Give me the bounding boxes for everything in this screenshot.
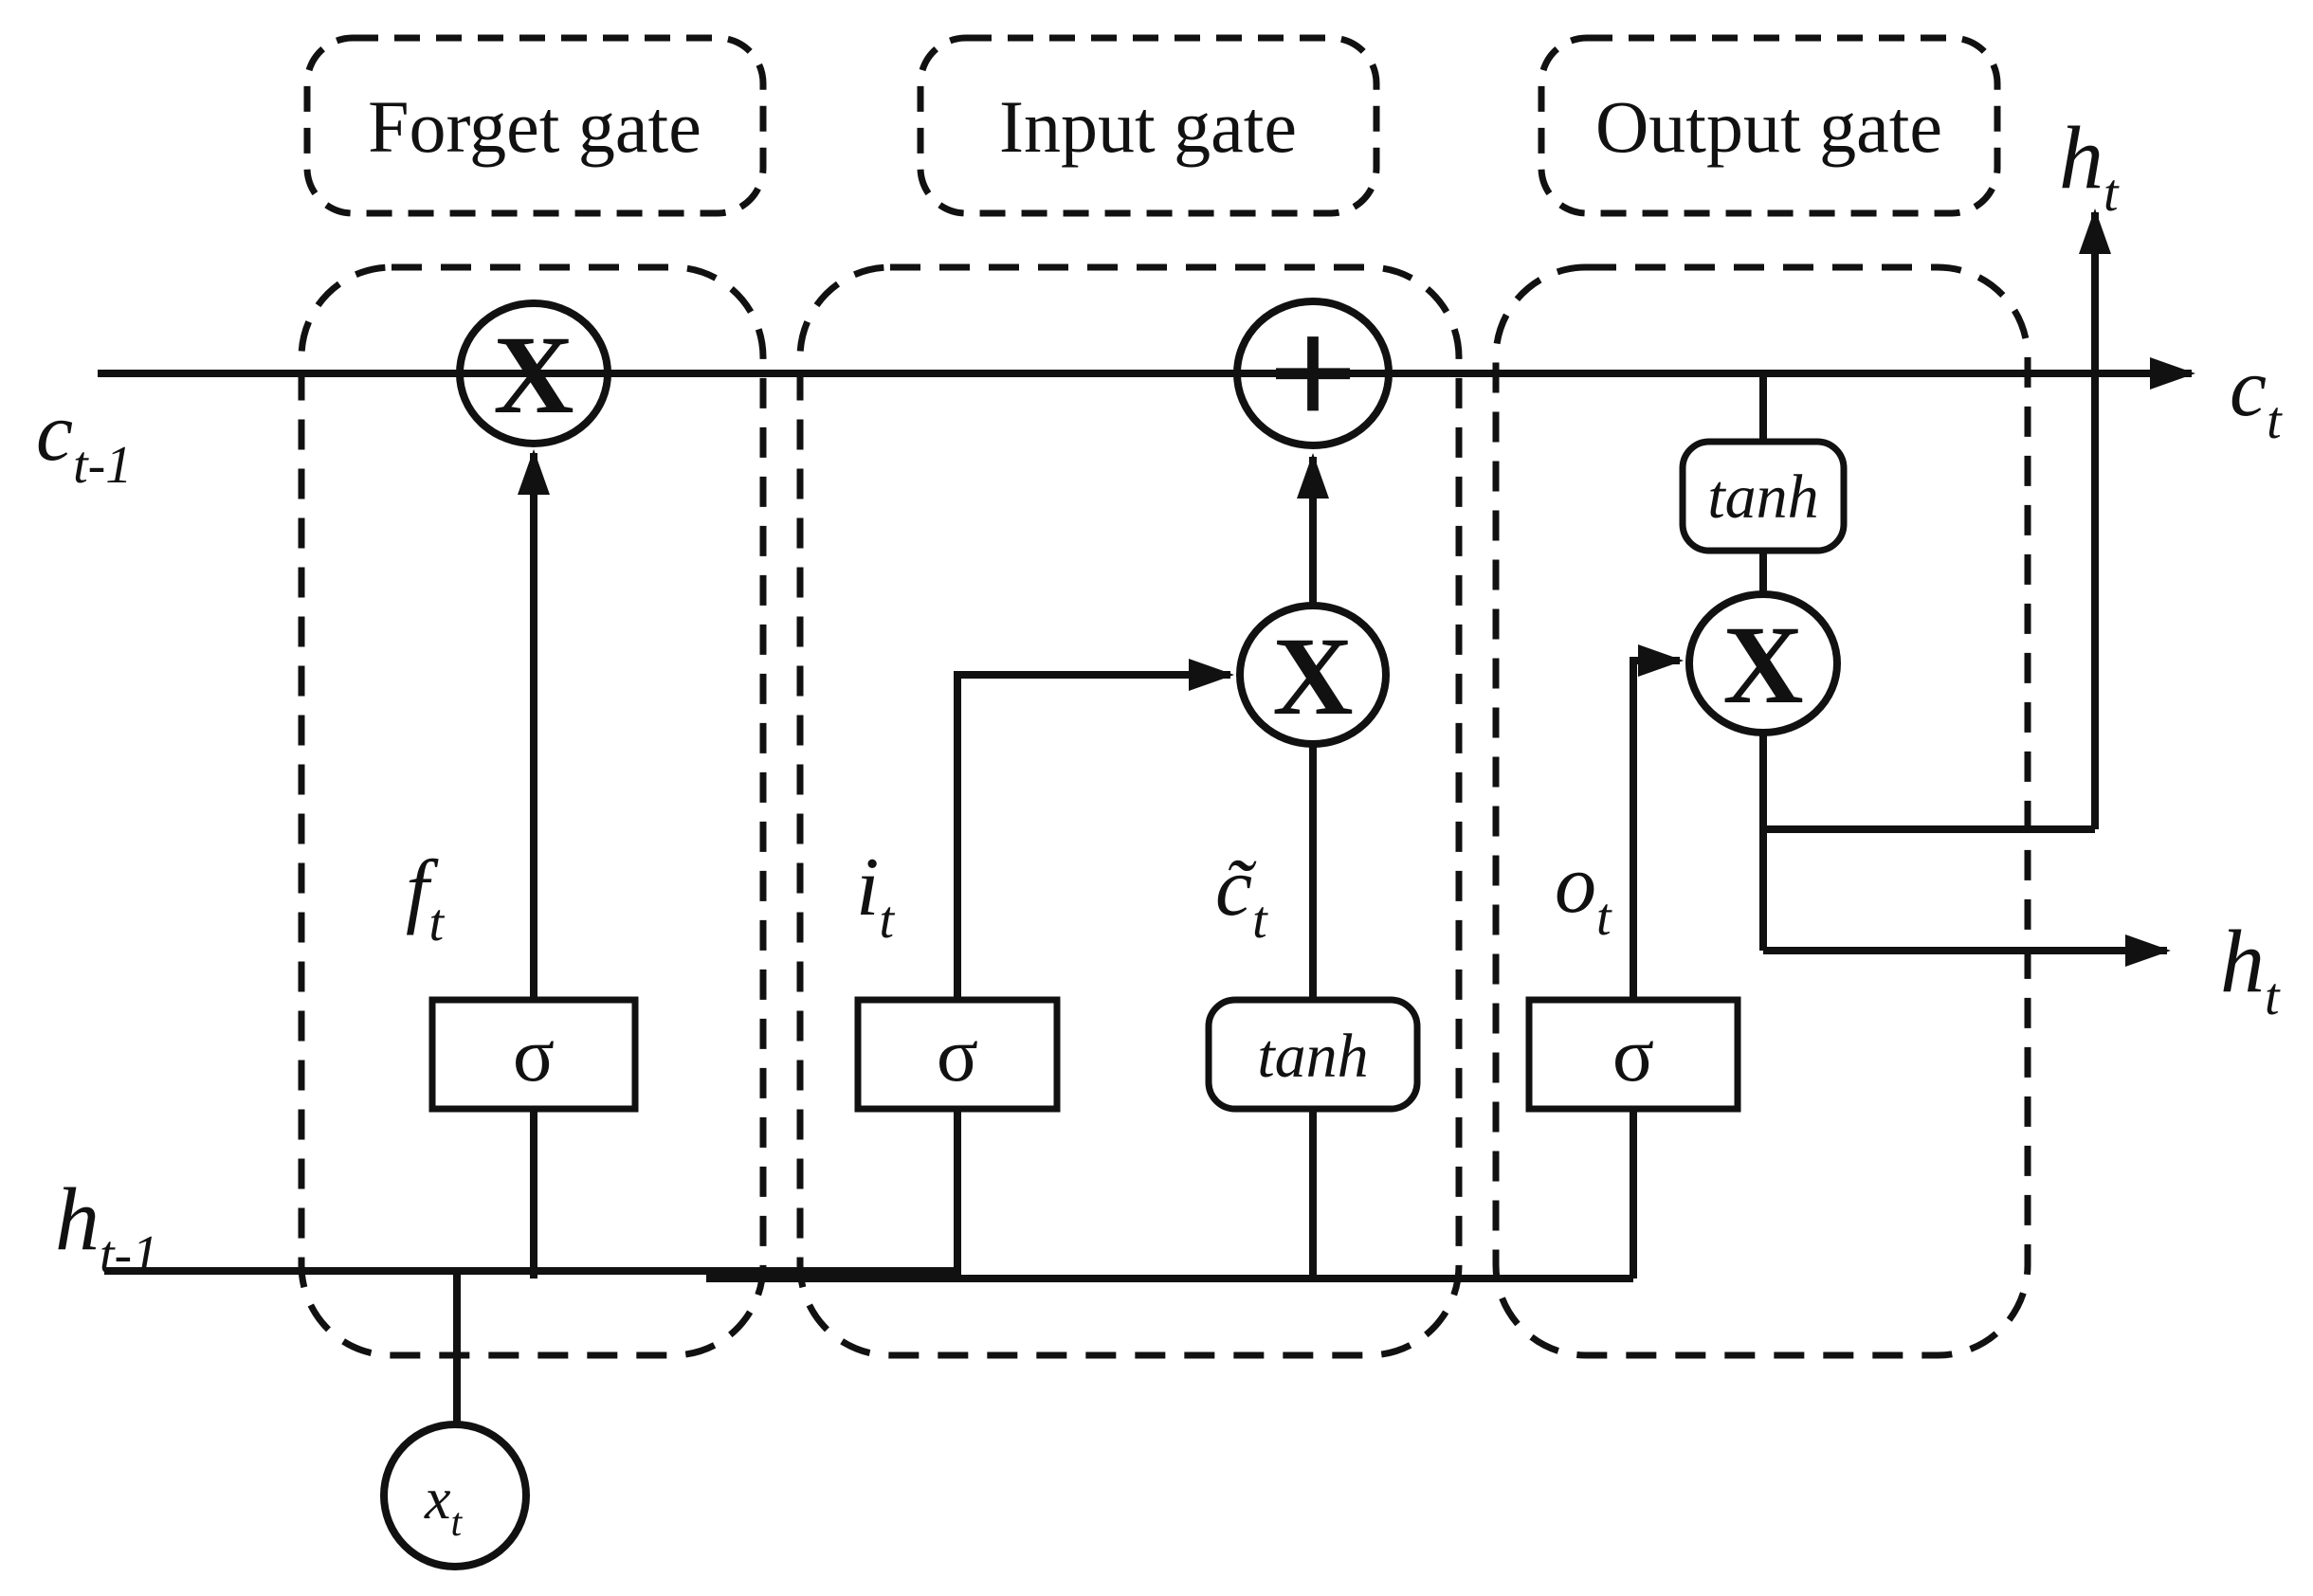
input-arrow [954, 659, 1234, 1000]
forget-multiply-symbol: X [493, 313, 574, 437]
input-gate-label: Input gate [999, 85, 1297, 168]
output-sigma-label: σ [1612, 1011, 1654, 1097]
output-tanh-label: tanh [1707, 462, 1818, 532]
xt-node [380, 1421, 530, 1570]
forget-gate-label: Forget gate [368, 85, 701, 168]
output-sigma-box [1525, 996, 1741, 1113]
xt-label: xt [424, 1467, 464, 1545]
input-multiply-symbol: X [1272, 614, 1353, 738]
c-tilde-label: c̃t [1215, 842, 1268, 950]
input-tanh-label: tanh [1257, 1022, 1368, 1091]
add-symbol: + [1267, 285, 1358, 462]
output-gate-label: Output gate [1595, 85, 1942, 168]
forget-sigma-label: σ [513, 1011, 555, 1097]
output-gate-label-box [1538, 34, 2001, 217]
input-multiply-node [1236, 602, 1390, 748]
input-sigma-box [854, 996, 1061, 1113]
ot-label: ot [1555, 839, 1612, 947]
output-multiply-symbol: X [1722, 603, 1803, 727]
output-arrow [1630, 644, 1684, 1000]
input-gate-label-box [917, 34, 1380, 217]
output-gate-region [1492, 263, 2031, 1359]
forget-gate-label-box [303, 34, 767, 217]
it-label: it [856, 842, 895, 950]
input-sigma-label: σ [937, 1011, 978, 1097]
h-prev-label: ht-1 [55, 1170, 158, 1284]
h-next-right-label: ht [2220, 913, 2281, 1026]
c-next-label: ct [2230, 342, 2283, 450]
h-next-top-label: ht [2059, 109, 2120, 223]
c-prev-label: ct-1 [36, 387, 132, 495]
ft-label: ft [406, 844, 445, 952]
